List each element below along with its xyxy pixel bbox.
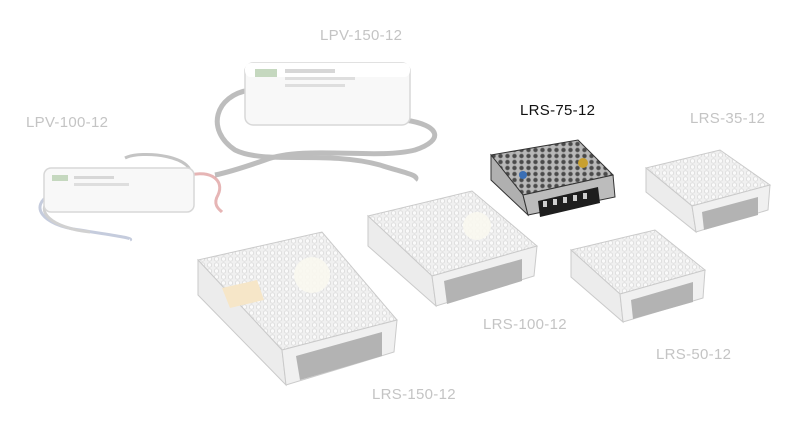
label-lrs-35-12[interactable]: LRS-35-12 bbox=[690, 110, 766, 127]
product-lrs-50-12[interactable] bbox=[565, 222, 715, 332]
lrs-50-12-image bbox=[569, 229, 707, 324]
product-lpv-150-12[interactable] bbox=[205, 55, 445, 185]
product-lrs-150-12[interactable] bbox=[192, 220, 407, 395]
label-lrs-150-12[interactable]: LRS-150-12 bbox=[372, 386, 456, 403]
label-lrs-50-12[interactable]: LRS-50-12 bbox=[656, 346, 732, 363]
product-lrs-100-12[interactable] bbox=[362, 186, 547, 321]
lrs-35-12-image bbox=[644, 149, 772, 234]
label-lpv-150-12[interactable]: LPV-150-12 bbox=[320, 27, 403, 44]
product-lpv-100-12[interactable] bbox=[30, 150, 230, 250]
label-lrs-75-12[interactable]: LRS-75-12 bbox=[520, 102, 596, 119]
lrs-150-12-image bbox=[197, 231, 398, 387]
lrs-75-12-image bbox=[490, 139, 616, 217]
product-lrs-35-12[interactable] bbox=[640, 140, 780, 245]
label-lrs-100-12[interactable]: LRS-100-12 bbox=[483, 316, 567, 333]
product-lrs-75-12[interactable] bbox=[483, 135, 623, 230]
lrs-100-12-image bbox=[366, 190, 539, 308]
lpv-150-12-image bbox=[214, 62, 438, 182]
label-lpv-100-12[interactable]: LPV-100-12 bbox=[26, 114, 109, 131]
lpv-100-12-image bbox=[38, 152, 224, 242]
